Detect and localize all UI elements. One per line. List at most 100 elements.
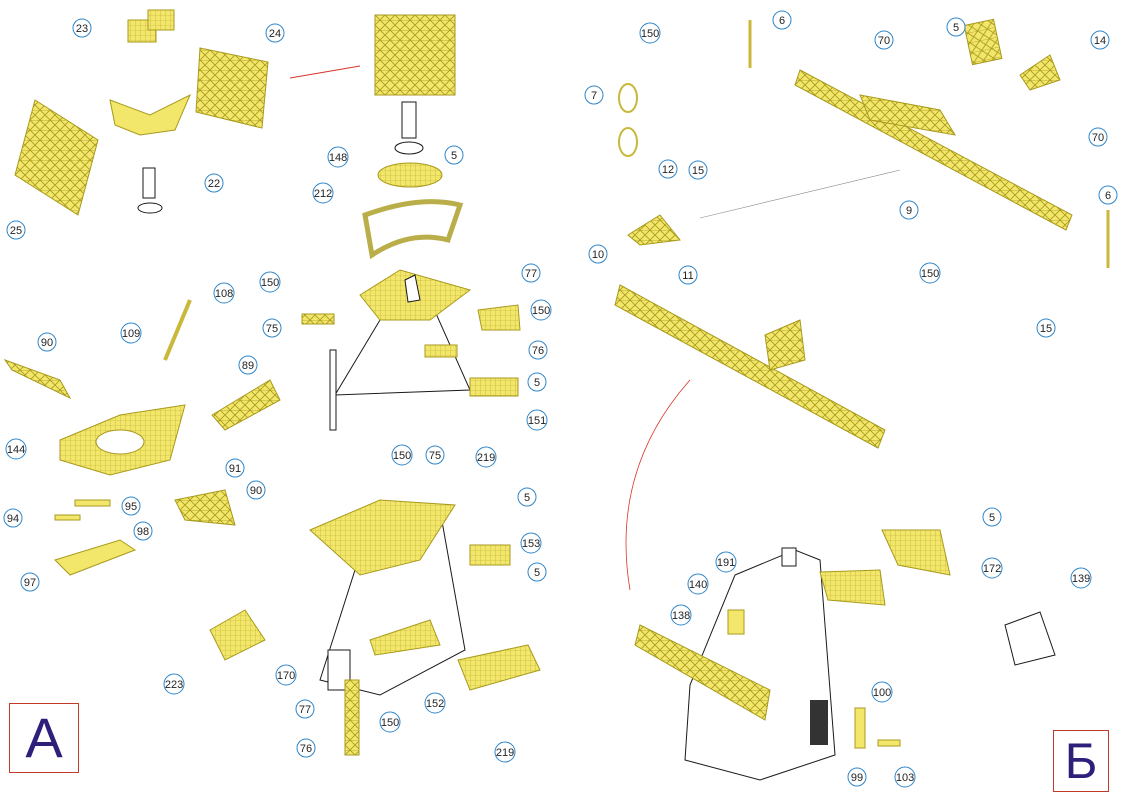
callout-153: 153 [520, 532, 542, 554]
svg-text:172: 172 [983, 563, 1001, 575]
frame-14 [1019, 54, 1061, 91]
deck-172 [881, 529, 951, 576]
strips-99 [854, 707, 866, 749]
loop-7-a [618, 83, 638, 113]
callout-150e: 150 [639, 22, 661, 44]
svg-text:100: 100 [873, 687, 891, 699]
svg-text:11: 11 [682, 270, 693, 282]
platform-75 [301, 313, 335, 325]
callout-95: 95 [121, 496, 141, 516]
svg-text:148: 148 [329, 152, 347, 164]
callout-144: 144 [5, 438, 27, 460]
callout-91: 91 [225, 458, 245, 478]
figure-small-centre [394, 101, 424, 155]
svg-text:103: 103 [896, 772, 914, 784]
callout-5a: 5 [444, 145, 464, 165]
svg-text:151: 151 [528, 415, 546, 427]
svg-text:108: 108 [215, 288, 233, 300]
leader-curve-b [625, 379, 691, 591]
svg-text:223: 223 [165, 679, 183, 691]
callout-70a: 70 [874, 30, 894, 50]
callout-140: 140 [687, 573, 709, 595]
svg-text:150: 150 [641, 28, 659, 40]
panel-b-parts [614, 18, 1110, 781]
callout-90b: 90 [246, 480, 266, 500]
panel-label-a: А [9, 703, 79, 773]
callout-5f: 5 [982, 507, 1002, 527]
svg-text:5: 5 [534, 377, 540, 389]
figure-small-left [137, 167, 163, 214]
radar-panel-24 [195, 47, 269, 129]
callout-5e: 5 [946, 17, 966, 37]
svg-text:90: 90 [41, 337, 53, 349]
callout-11: 11 [678, 265, 698, 285]
panel-a-parts [3, 9, 541, 756]
part-223 [209, 609, 266, 661]
callout-layer: 23 24 22 25 148 5 212 150 75 77 150 76 5… [3, 10, 1118, 788]
truss-boom-9 [794, 69, 1073, 231]
callout-152: 152 [424, 692, 446, 714]
svg-text:139: 139 [1072, 573, 1090, 585]
tower-lower-centre [309, 499, 466, 696]
callout-22: 22 [204, 173, 224, 193]
callout-75b: 75 [425, 445, 445, 465]
platform-77 [477, 304, 521, 331]
svg-text:77: 77 [525, 268, 537, 280]
svg-text:150: 150 [393, 450, 411, 462]
callout-172: 172 [981, 557, 1003, 579]
leader-line-b1 [699, 169, 901, 219]
svg-text:97: 97 [24, 577, 36, 589]
callout-25: 25 [6, 220, 26, 240]
svg-text:153: 153 [522, 538, 540, 550]
svg-text:5: 5 [524, 492, 530, 504]
svg-text:5: 5 [534, 567, 540, 579]
svg-text:191: 191 [717, 557, 735, 569]
callout-75a: 75 [262, 318, 282, 338]
antenna-23-b [147, 9, 175, 31]
callout-103: 103 [894, 766, 916, 788]
deck-191 [819, 569, 886, 606]
deck-144-hole [95, 429, 145, 455]
callout-77a: 77 [521, 263, 541, 283]
ring-148 [377, 162, 443, 188]
callout-150d: 150 [379, 711, 401, 733]
callout-139: 139 [1070, 567, 1092, 589]
callout-109: 109 [120, 322, 142, 344]
callout-97: 97 [20, 572, 40, 592]
loop-7-b [618, 127, 638, 157]
svg-text:15: 15 [1040, 323, 1052, 335]
strip-95 [74, 499, 111, 507]
callout-223: 223 [163, 673, 185, 695]
svg-text:5: 5 [451, 150, 457, 162]
callout-191: 191 [715, 551, 737, 573]
svg-text:150: 150 [532, 305, 550, 317]
svg-text:7: 7 [591, 90, 597, 102]
callout-219a: 219 [475, 446, 497, 468]
callout-150b: 150 [530, 299, 552, 321]
svg-text:138: 138 [672, 610, 690, 622]
panel-label-b: Б [1053, 730, 1109, 792]
svg-text:22: 22 [208, 178, 220, 190]
svg-text:219: 219 [496, 747, 514, 759]
svg-text:219: 219 [477, 452, 495, 464]
callout-89: 89 [238, 355, 258, 375]
leader-arrow-top [289, 65, 361, 79]
callout-99: 99 [847, 767, 867, 787]
radar-panel-25 [14, 99, 99, 216]
svg-text:109: 109 [122, 328, 140, 340]
part-140 [727, 609, 745, 635]
rail-212 [362, 199, 464, 260]
plate-139 [1004, 611, 1056, 666]
callout-15b: 15 [1036, 318, 1056, 338]
callout-7: 7 [584, 85, 604, 105]
ladder-77-76 [344, 679, 360, 756]
svg-text:89: 89 [242, 360, 254, 372]
callout-170: 170 [275, 664, 297, 686]
strip-94 [54, 514, 81, 521]
svg-text:6: 6 [779, 15, 785, 27]
svg-text:150: 150 [261, 277, 279, 289]
callout-9: 9 [899, 200, 919, 220]
svg-text:76: 76 [300, 743, 312, 755]
callout-98: 98 [133, 521, 153, 541]
